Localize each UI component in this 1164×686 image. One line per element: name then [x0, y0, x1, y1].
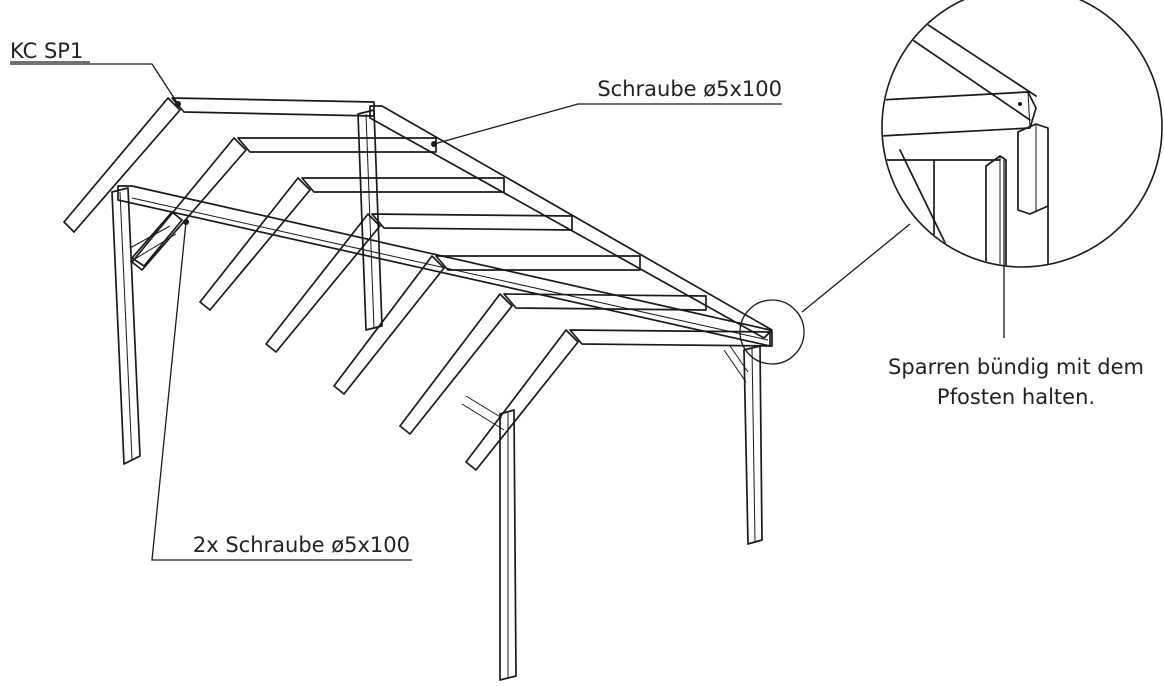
detail-magnifier: [881, 0, 1163, 268]
rafter-1: [63, 97, 375, 267]
post-front-left: [111, 187, 141, 465]
right-beam: [369, 105, 773, 339]
rafter-7: [465, 329, 773, 471]
leader-lines: [10, 63, 1005, 561]
screw-bottom-label: 2x Schraube ø5x100: [193, 533, 410, 557]
rafter-2: [131, 137, 437, 271]
part-code-label: KC SP1: [10, 39, 83, 63]
rafter-3: [199, 177, 505, 311]
post-back-left: [357, 109, 383, 331]
rafter-5: [333, 255, 641, 395]
screw-top-label: Schraube ø5x100: [597, 77, 782, 101]
post-front-middle: [499, 409, 517, 681]
post-back-right: [743, 345, 763, 545]
rafter-4: [265, 213, 573, 353]
note-line-2: Pfosten halten.: [937, 385, 1095, 409]
note-line-1: Sparren bündig mit dem: [888, 355, 1144, 379]
left-beam: [117, 185, 771, 347]
rafter-6: [399, 293, 707, 435]
rafters: [63, 97, 773, 471]
detail-target-circle: [739, 299, 805, 365]
